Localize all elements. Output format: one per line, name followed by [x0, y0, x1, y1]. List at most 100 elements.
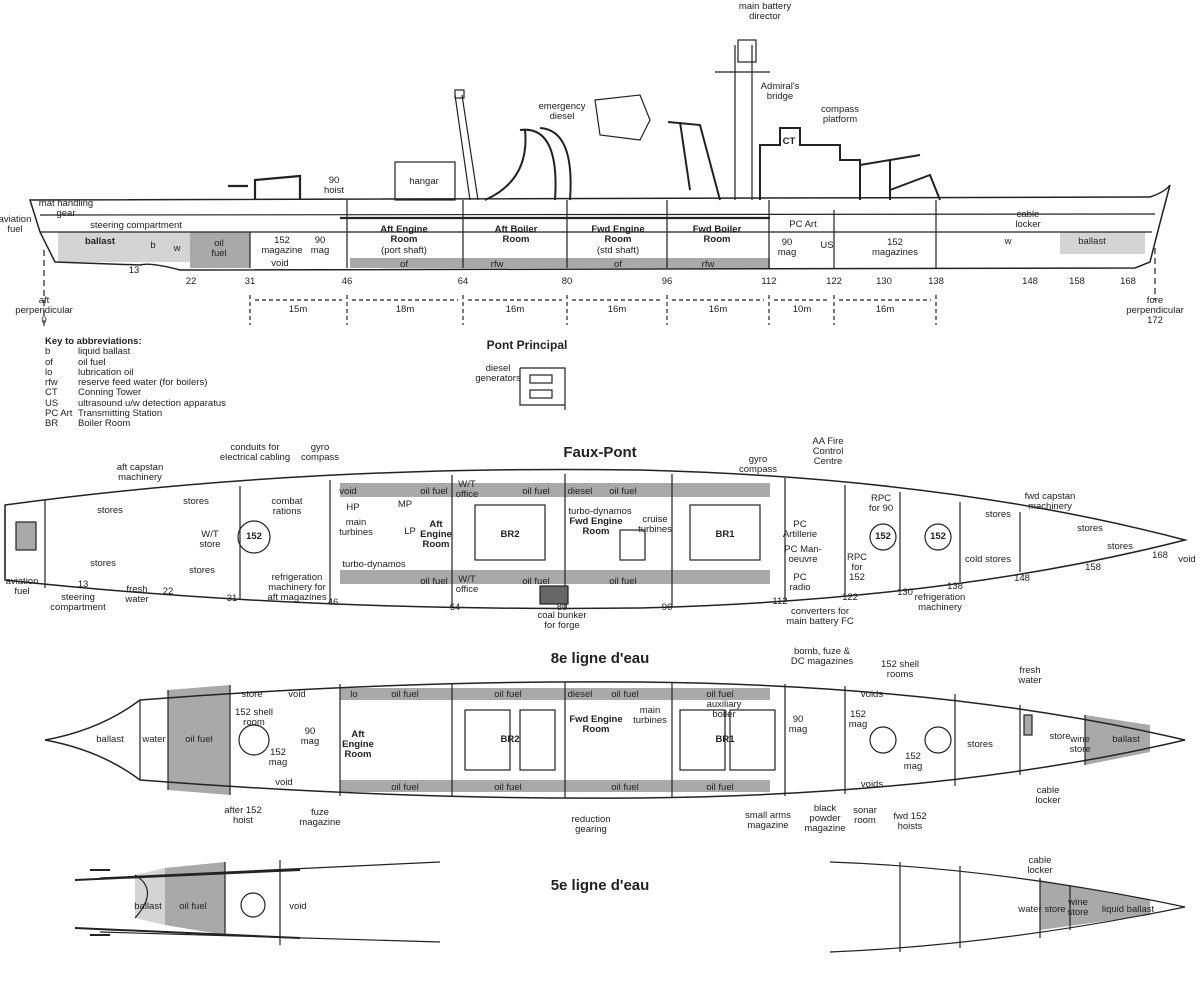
label: sonar room — [853, 805, 877, 826]
label: BR2 — [500, 734, 520, 745]
label: 152 mag — [268, 747, 288, 768]
key-desc: Conning Tower — [78, 387, 142, 399]
label: cruise turbines — [638, 514, 672, 535]
label: main battery director — [738, 1, 792, 22]
key-abbr: b — [45, 346, 51, 358]
label: oil fuel — [611, 689, 639, 700]
title-5e-ligne: 5e ligne d'eau — [550, 877, 650, 894]
key-abbr: lo — [45, 366, 53, 378]
label: PC Man- oeuvre — [784, 544, 822, 565]
label: 152 — [246, 531, 262, 542]
frame-number: 168 — [1120, 276, 1136, 287]
label: void — [289, 901, 307, 912]
label: 90 mag — [777, 237, 797, 258]
label: oil fuel — [609, 486, 637, 497]
label: BR1 — [715, 529, 735, 540]
label: diesel — [567, 689, 593, 700]
label: Fwd Engine Room — [569, 714, 623, 735]
label: stores — [189, 565, 215, 576]
label: oil fuel — [706, 689, 734, 700]
label: refrigeration machinery for aft magazine… — [267, 572, 327, 603]
label: oil fuel — [420, 486, 448, 497]
label: aviation fuel — [0, 214, 32, 235]
label: bomb, fuze & DC magazines — [790, 646, 854, 667]
label: water — [142, 734, 166, 745]
key-desc: Boiler Room — [78, 418, 131, 430]
label: Aft Engine Room — [342, 729, 374, 760]
frame-number: 96 — [661, 276, 673, 287]
label: stores — [985, 509, 1011, 520]
label: PC Artillerie — [782, 519, 818, 540]
label: 152 magazines — [872, 237, 918, 258]
label: US — [820, 240, 834, 251]
label: 90 mag — [788, 714, 808, 735]
label: void — [288, 689, 306, 700]
frame-number: 158 — [1069, 276, 1085, 287]
ligne-8-plan — [44, 681, 1186, 799]
label: void — [271, 258, 289, 269]
frame-number: 148 — [1022, 276, 1038, 287]
label: black powder magazine — [804, 803, 846, 834]
label: Fwd Engine Room — [591, 224, 645, 245]
label: refrigeration machinery — [914, 592, 966, 613]
label: rfw — [490, 259, 504, 270]
label: emergency diesel — [538, 101, 586, 122]
label: oil fuel — [609, 576, 637, 587]
label: oil fuel — [611, 782, 639, 793]
label: oil fuel — [494, 782, 522, 793]
frame-number: 130 — [876, 276, 892, 287]
label: liquid ballast — [1101, 904, 1155, 915]
frame-number: 31 — [244, 276, 256, 287]
frame-number: 138 — [947, 581, 963, 592]
label: oil fuel — [211, 238, 227, 259]
label: fwd capstan machinery — [1024, 491, 1076, 512]
frame-number: 64 — [449, 602, 461, 613]
label: b — [150, 240, 156, 251]
frame-number: 130 — [897, 587, 913, 598]
distance: 16m — [708, 304, 728, 315]
label: aft perpendicular 0 — [15, 295, 73, 326]
label: Aft Engine Room — [380, 224, 428, 245]
label: hangar — [409, 176, 439, 187]
key-title: Key to abbreviations: — [45, 336, 142, 347]
pont-principal-plan — [519, 367, 566, 410]
distance: 16m — [875, 304, 895, 315]
label: combat rations — [271, 496, 303, 517]
label: ballast — [134, 901, 162, 912]
label: stores — [183, 496, 209, 507]
label: 152 mag — [903, 751, 923, 772]
key-abbr: of — [45, 356, 53, 368]
label: fresh water — [125, 584, 149, 605]
label: fresh water — [1018, 665, 1042, 686]
label: voids — [860, 779, 884, 790]
label: conduits for electrical cabling — [219, 442, 291, 463]
label: ballast — [84, 236, 116, 247]
label: cable locker — [1015, 209, 1041, 230]
label: W/T office — [455, 574, 479, 595]
frame-number: 22 — [185, 276, 197, 287]
label: LP — [404, 526, 416, 537]
label: mat handling gear — [38, 198, 94, 219]
key-desc: lubrication oil — [78, 366, 134, 378]
label: auxiliary boiler — [706, 699, 742, 720]
frame-number: 112 — [772, 596, 788, 607]
label: 152 mag — [848, 709, 868, 730]
frame-number: 46 — [327, 597, 339, 608]
label: oil fuel — [391, 782, 419, 793]
label: turbo-dynamos — [342, 559, 406, 570]
label: small arms magazine — [745, 810, 791, 831]
label: CT — [782, 136, 796, 147]
label: oil fuel — [494, 689, 522, 700]
label: diesel — [567, 486, 593, 497]
frame-number: 13 — [128, 265, 140, 276]
frame-number: 148 — [1014, 573, 1030, 584]
ligne-5-plan — [74, 860, 1186, 953]
distance: 16m — [505, 304, 525, 315]
label: store — [1049, 731, 1071, 742]
label: ballast — [1112, 734, 1140, 745]
frame-number: 13 — [77, 579, 89, 590]
label: rfw — [701, 259, 715, 270]
label: w — [1004, 236, 1012, 247]
label: reduction gearing — [571, 814, 611, 835]
key-desc: oil fuel — [78, 356, 106, 368]
